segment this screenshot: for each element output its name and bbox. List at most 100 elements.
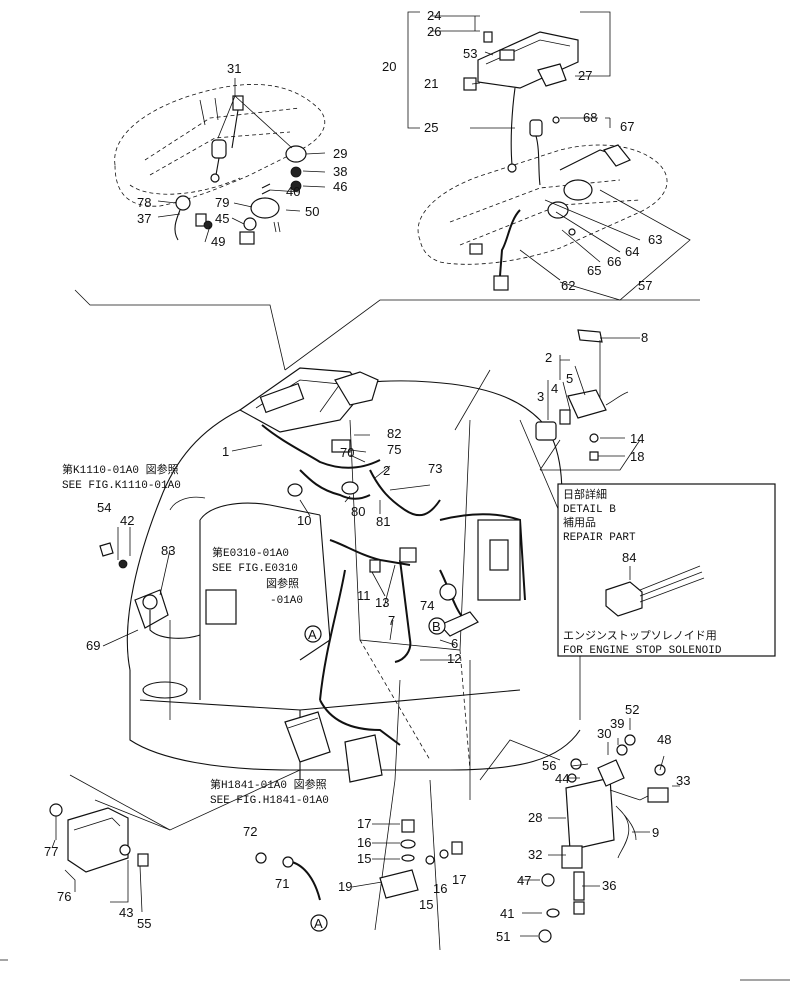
callout-40: 40: [286, 184, 300, 199]
callout-26: 26: [427, 24, 441, 39]
callouts-bottom-right: 52 39 30 48 56 44 33 28 9 32 47 36 41 51: [496, 702, 690, 944]
callout-63: 63: [648, 232, 662, 247]
marker-a-bottom: A: [314, 916, 323, 931]
ref-e0310-suffix: -01A0: [270, 595, 303, 607]
reference-notes: 第K1110-01A0 図参照 SEE FIG.K1110-01A0 第E031…: [62, 462, 329, 807]
callout-13: 13: [375, 595, 389, 610]
callout-62: 62: [561, 278, 575, 293]
callout-49: 49: [211, 234, 225, 249]
detail-line2: DETAIL B: [563, 504, 616, 516]
callout-27: 27: [578, 68, 592, 83]
callout-9: 9: [652, 825, 659, 840]
callout-67: 67: [620, 119, 634, 134]
detail-b-box: 日部詳細 DETAIL B 補用品 REPAIR PART 84 エンジンストッ…: [557, 483, 776, 657]
callout-75: 75: [387, 442, 401, 457]
detail-footer-jp: エンジンストップソレノイド用: [563, 629, 717, 643]
callout-53: 53: [463, 46, 477, 61]
callout-2-b: 2: [545, 350, 552, 365]
detail-part-84: 84: [622, 550, 636, 565]
leaders-main: [102, 434, 456, 661]
inset-switch-bracket: [535, 329, 641, 471]
callout-56: 56: [542, 758, 556, 773]
callout-7: 7: [388, 613, 395, 628]
callout-48: 48: [657, 732, 671, 747]
callout-44: 44: [555, 771, 569, 786]
callout-3: 3: [537, 389, 544, 404]
callout-16: 16: [357, 835, 371, 850]
callout-15-b: 15: [419, 897, 433, 912]
callout-2: 2: [383, 463, 390, 478]
callout-25: 25: [424, 120, 438, 135]
detail-footer-en: FOR ENGINE STOP SOLENOID: [563, 645, 722, 657]
ref-h1841-jp: 第H1841-01A0 図参照: [210, 777, 327, 792]
callout-1: 1: [222, 444, 229, 459]
detail-line4: REPAIR PART: [563, 532, 636, 544]
callout-66: 66: [607, 254, 621, 269]
callout-82: 82: [387, 426, 401, 441]
callouts-left: 54 42 69: [86, 500, 134, 653]
callout-41: 41: [500, 906, 514, 921]
callout-80: 80: [351, 504, 365, 519]
ref-h1841-en: SEE FIG.H1841-01A0: [210, 795, 329, 807]
callout-11: 11: [357, 588, 371, 603]
callout-10: 10: [297, 513, 311, 528]
callout-83: 83: [161, 543, 175, 558]
callout-5: 5: [566, 371, 573, 386]
main-machine-body: [69, 289, 700, 951]
ref-e0310-en: SEE FIG.E0310: [212, 563, 298, 575]
callout-74: 74: [420, 598, 434, 613]
callout-8: 8: [641, 330, 648, 345]
callout-65: 65: [587, 263, 601, 278]
inset-console-right: [407, 11, 691, 301]
callout-33: 33: [676, 773, 690, 788]
callout-45: 45: [215, 211, 229, 226]
marker-b-label: B: [432, 619, 441, 634]
callouts-bottom: 77 76 43 55 72 71 17 16 15 19 16 15 17: [44, 816, 466, 931]
callout-79: 79: [215, 195, 229, 210]
callout-46: 46: [333, 179, 347, 194]
callout-30: 30: [597, 726, 611, 741]
callout-78: 78: [137, 195, 151, 210]
marker-b: [428, 617, 446, 635]
callout-42: 42: [120, 513, 134, 528]
callouts-top-right: 24 26 20 53 21 27 25 68 67 63 64 65 66 6…: [382, 8, 662, 293]
callout-38: 38: [333, 164, 347, 179]
callouts-right-upper: 8 2 3 4 5 14 18: [537, 330, 648, 464]
callout-29: 29: [333, 146, 347, 161]
ref-k1110-jp: 第K1110-01A0 図参照: [62, 462, 179, 477]
callouts-center: 82 1 75 70 2 73 10 80 81 83 11 13 7 74 6…: [161, 426, 461, 666]
callout-50: 50: [305, 204, 319, 219]
callout-68: 68: [583, 110, 597, 125]
callout-28: 28: [528, 810, 542, 825]
callout-64: 64: [625, 244, 639, 259]
callout-71: 71: [275, 876, 289, 891]
callout-72: 72: [243, 824, 257, 839]
callout-54: 54: [97, 500, 111, 515]
callout-24: 24: [427, 8, 441, 23]
callout-32: 32: [528, 847, 542, 862]
marker-a: [304, 625, 322, 643]
inset-bolt-stack: A: [255, 819, 463, 932]
callout-36: 36: [602, 878, 616, 893]
callout-31: 31: [227, 61, 241, 76]
detail-line3: 補用品: [563, 516, 596, 530]
marker-a-label: A: [308, 627, 317, 642]
callout-57: 57: [638, 278, 652, 293]
callout-4: 4: [551, 381, 558, 396]
callout-37: 37: [137, 211, 151, 226]
inset-lamp: [49, 803, 149, 913]
callout-51: 51: [496, 929, 510, 944]
inset-controller: [520, 718, 680, 943]
callout-69: 69: [86, 638, 100, 653]
callout-12: 12: [447, 651, 461, 666]
callout-18: 18: [630, 449, 644, 464]
corner-marks: [0, 959, 790, 981]
callout-21: 21: [424, 76, 438, 91]
callout-52: 52: [625, 702, 639, 717]
callout-39: 39: [610, 716, 624, 731]
callout-19: 19: [338, 879, 352, 894]
inset-console-left: [114, 78, 326, 245]
callout-20: 20: [382, 59, 396, 74]
callout-14: 14: [630, 431, 644, 446]
